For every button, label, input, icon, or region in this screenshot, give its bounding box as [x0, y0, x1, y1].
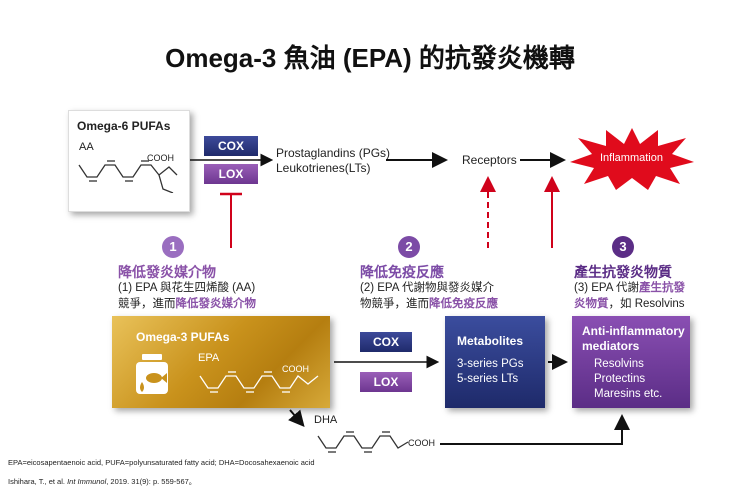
- metabolites-pgs: 3-series PGs: [457, 358, 524, 370]
- step1-number-badge: 1: [162, 236, 184, 258]
- anti-item-protectins: Protectins: [594, 373, 646, 385]
- mid-lox-label: LOX: [360, 372, 412, 392]
- fish-oil-jar-icon: [136, 354, 168, 394]
- step2-description: (2) EPA 代謝物與發炎媒介 物競爭，進而降低免疫反應: [360, 282, 498, 310]
- metabolites-lts: 5-series LTs: [457, 373, 519, 385]
- reference-footnote: Ishihara, T., et al. Int Immunol, 2019. …: [8, 477, 197, 486]
- o3-to-dha-arrow: [288, 409, 305, 428]
- anti-inflammatory-box: Anti-inflammatory mediators Resolvins Pr…: [572, 316, 690, 408]
- anti-title-line2: mediators: [582, 339, 640, 353]
- mid-cox-label: COX: [360, 332, 412, 352]
- step3-description: (3) EPA 代謝產生抗發 炎物質，如 Resolvins: [574, 282, 685, 310]
- leukotrienes-label: Leukotrienes(LTs): [276, 161, 371, 175]
- top-cox-label: COX: [204, 136, 258, 156]
- inflammation-burst-icon: [570, 128, 694, 190]
- step2-number-badge: 2: [398, 236, 420, 258]
- dha-cooh-label: COOH: [408, 438, 435, 448]
- inflammation-label: Inflammation: [600, 152, 663, 164]
- omega3-title: Omega-3 PUFAs: [136, 330, 230, 344]
- step1-description: (1) EPA 與花生四烯酸 (AA) 競爭，進而降低發炎媒介物: [118, 282, 256, 310]
- aa-label: AA: [79, 141, 94, 153]
- prostaglandins-label: Prostaglandins (PGs): [276, 146, 391, 160]
- anti-item-resolvins: Resolvins: [594, 358, 644, 370]
- anti-title-line1: Anti-inflammatory: [582, 324, 685, 338]
- omega3-cooh-label: COOH: [282, 364, 309, 374]
- epa-molecule-structure: [199, 371, 319, 393]
- anti-item-maresins: Maresins etc.: [594, 388, 663, 400]
- omega6-title: Omega-6 PUFAs: [77, 119, 171, 133]
- top-lox-label: LOX: [204, 164, 258, 184]
- step3-title: 產生抗發炎物質: [574, 264, 672, 280]
- omega6-box: Omega-6 PUFAs AA COOH: [68, 110, 190, 212]
- metabolites-title: Metabolites: [457, 334, 524, 348]
- metabolites-box: Metabolites 3-series PGs 5-series LTs: [445, 316, 545, 408]
- aa-molecule-structure: [78, 160, 178, 193]
- epa-label: EPA: [198, 352, 220, 364]
- step2-title: 降低免疫反應: [360, 264, 444, 280]
- step3-number-badge: 3: [612, 236, 634, 258]
- dha-molecule-structure: [317, 431, 409, 453]
- page-title: Omega-3 魚油 (EPA) 的抗發炎機轉: [165, 43, 575, 73]
- step1-title: 降低發炎媒介物: [118, 264, 216, 280]
- omega6-cooh-label: COOH: [147, 153, 174, 163]
- dha-label: DHA: [314, 414, 338, 426]
- dha-to-anti-arrow: [440, 414, 630, 445]
- omega3-box: Omega-3 PUFAs EPA COOH: [112, 316, 330, 408]
- receptors-label: Receptors: [462, 153, 517, 167]
- abbreviation-footnote: EPA=eicosapentaenoic acid, PUFA=polyunsa…: [8, 458, 315, 467]
